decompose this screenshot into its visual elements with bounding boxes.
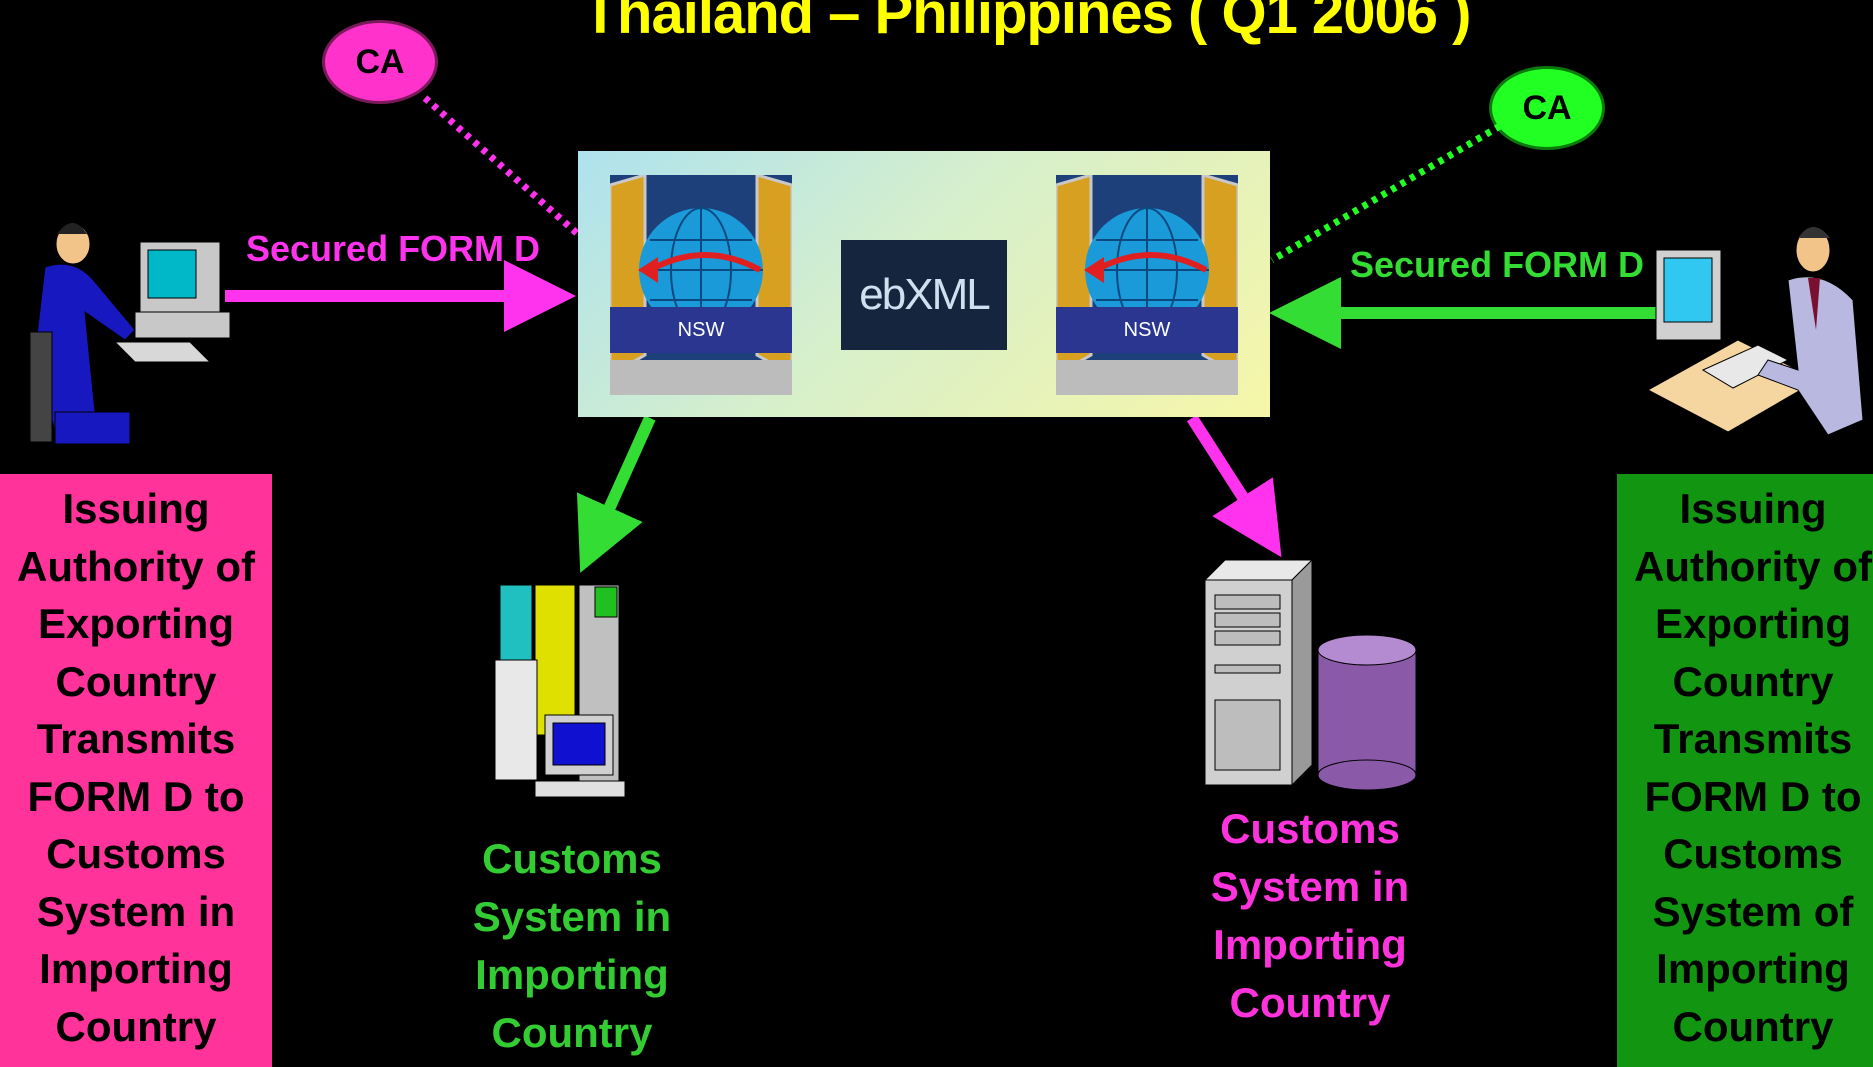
- issuing-right-line-7: Customs: [1663, 830, 1843, 877]
- issuing-left-line-6: FORM D to: [27, 772, 245, 820]
- issuing-right-line-6: FORM D to: [1644, 772, 1862, 820]
- issuing-right-line-1: Issuing: [1679, 485, 1827, 532]
- issuing-left-line-1: Issuing: [62, 485, 210, 532]
- nsw-gateway-right: NSW: [1054, 173, 1240, 395]
- ca-left-bubble: CA: [322, 20, 438, 104]
- ca-right-bubble: CA: [1489, 66, 1605, 150]
- issuing-left-line-4: Country: [55, 657, 217, 705]
- secured-form-d-left-label: Secured FORM D: [246, 228, 541, 269]
- hub-to-customs-right-arrow: [1186, 414, 1282, 558]
- customs-left-line-1: Customs: [482, 835, 662, 882]
- issuing-left-line-2: Authority of: [17, 542, 255, 590]
- nsw-left-label: NSW: [610, 307, 792, 353]
- ca-left-label: CA: [355, 42, 405, 81]
- issuing-authority-left-box: Issuing Authority of Exporting Country T…: [0, 474, 272, 1067]
- customs-right-line-3: Importing: [1213, 921, 1407, 968]
- issuing-left-line-8: System in: [36, 887, 236, 935]
- user-at-computer-right-icon: [1648, 227, 1864, 436]
- ca-left-dotted-link: [422, 95, 583, 239]
- issuing-right-line-10: Country: [1672, 1002, 1834, 1050]
- issuing-right-line-4: Country: [1672, 657, 1834, 705]
- issuing-right-line-9: Importing: [1656, 945, 1850, 992]
- nsw-gateway-left: NSW: [608, 173, 794, 395]
- issuing-left-line-9: Importing: [39, 945, 233, 992]
- customs-system-right-label: Customs System in Importing Country: [1180, 800, 1440, 1032]
- customs-right-line-2: System in: [1210, 863, 1410, 910]
- globe-gateway-icon: [608, 173, 794, 395]
- issuing-left-line-7: Customs: [46, 830, 226, 877]
- ebxml-label: ebXML: [859, 270, 990, 319]
- ebxml-logo: ebXML: [841, 240, 1007, 350]
- issuing-right-line-3: Exporting: [1655, 600, 1851, 647]
- ca-right-dotted-link: [1270, 122, 1502, 264]
- customs-right-line-1: Customs: [1220, 805, 1400, 852]
- issuing-left-line-3: Exporting: [38, 600, 234, 647]
- secured-form-d-right-label: Secured FORM D: [1350, 244, 1645, 285]
- issuing-left-line-5: Transmits: [36, 715, 236, 762]
- issuing-right-line-8: System of: [1652, 887, 1854, 935]
- nsw-right-label: NSW: [1056, 307, 1238, 353]
- customs-system-left-label: Customs System in Importing Country: [442, 830, 702, 1062]
- customs-left-line-4: Country: [491, 1009, 653, 1056]
- ca-right-label: CA: [1522, 88, 1572, 127]
- page-title: Thailand – Philippines ( Q1 2006 ): [582, 0, 1472, 46]
- globe-gateway-icon: [1054, 173, 1240, 395]
- issuing-left-line-10: Country: [55, 1002, 217, 1050]
- mainframe-computer-icon: [495, 585, 626, 798]
- hub-to-customs-left-arrow: [576, 415, 656, 573]
- customs-right-line-4: Country: [1229, 979, 1391, 1026]
- customs-left-line-3: Importing: [475, 951, 669, 998]
- server-database-icon: [1203, 558, 1417, 791]
- customs-left-line-2: System in: [472, 893, 672, 940]
- issuing-authority-right-box: Issuing Authority of Exporting Country T…: [1617, 474, 1873, 1067]
- issuing-right-line-2: Authority of: [1634, 542, 1872, 590]
- issuing-right-line-5: Transmits: [1653, 715, 1853, 762]
- user-at-computer-left-icon: [29, 223, 231, 445]
